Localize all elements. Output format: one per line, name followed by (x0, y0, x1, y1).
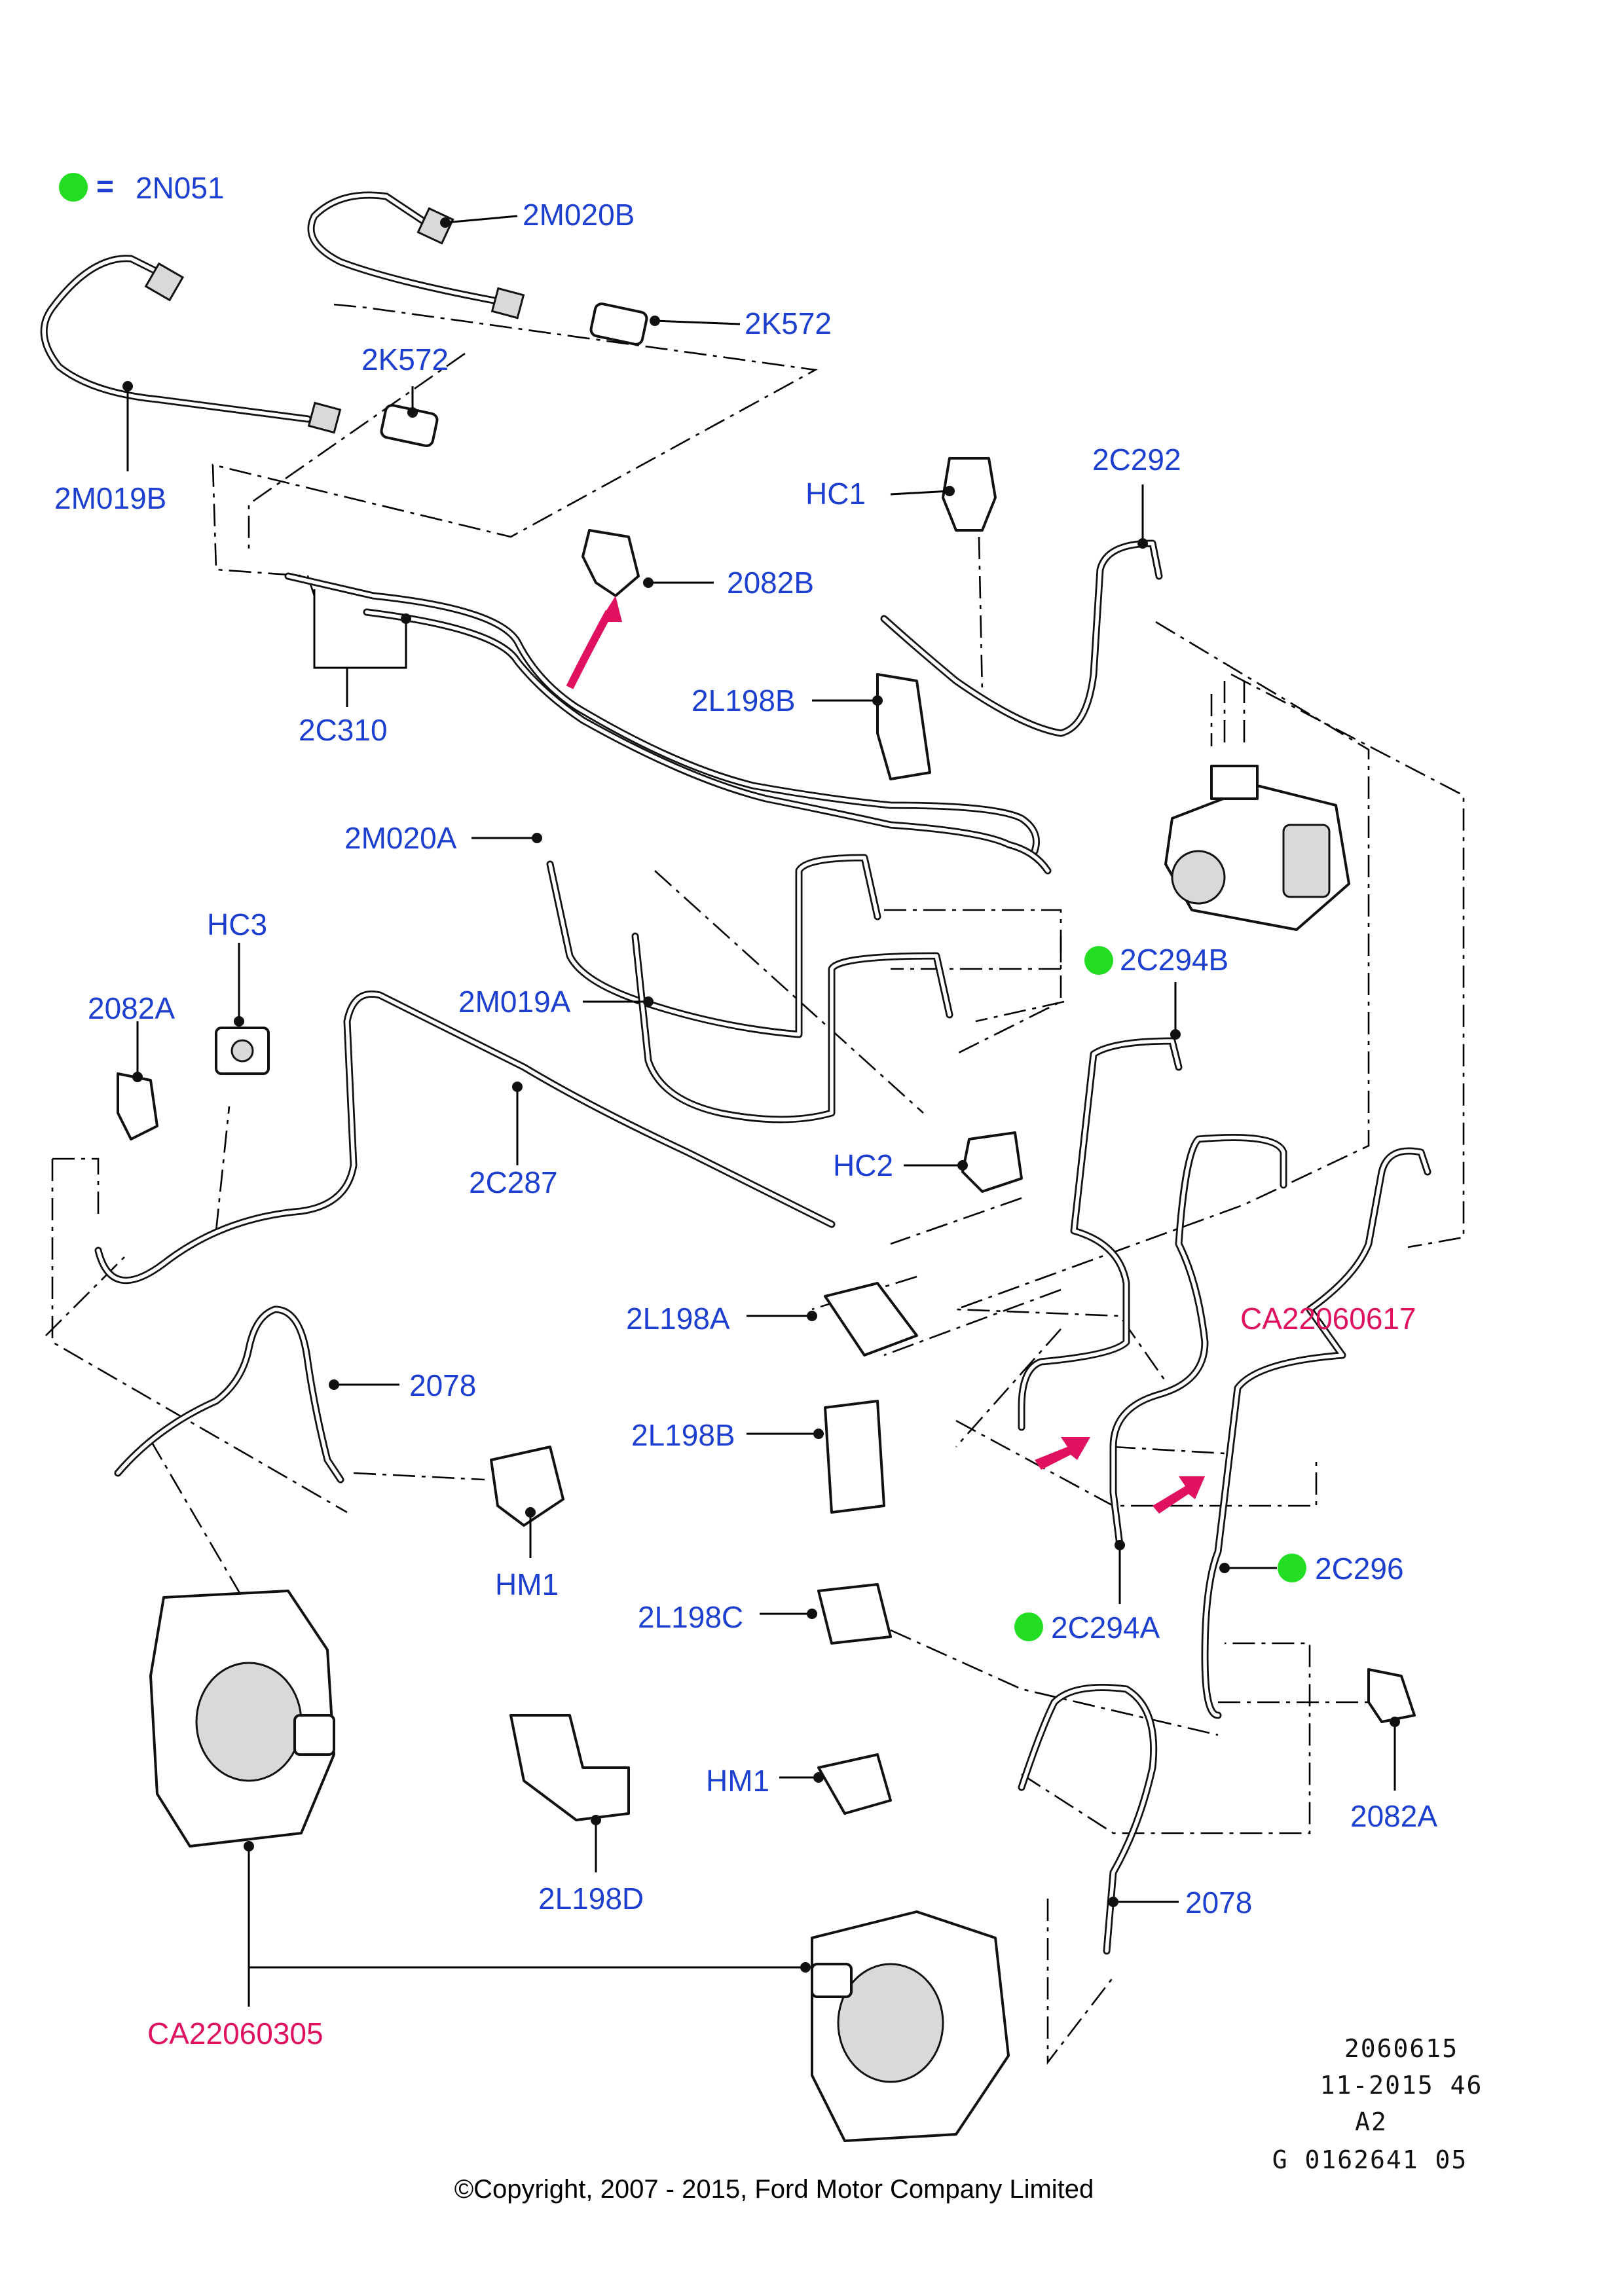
marker-2C296 (1278, 1554, 1306, 1582)
label-2078-right: 2078 (1185, 1886, 1252, 1920)
brake-pipes (40, 191, 1431, 1955)
label-2C310: 2C310 (299, 713, 388, 747)
label-2M019B: 2M019B (54, 481, 166, 515)
label-2M020A: 2M020A (344, 821, 457, 855)
label-2C294B: 2C294B (1120, 943, 1228, 977)
connector-HC2 (961, 1131, 1023, 1193)
legend-code: 2N051 (136, 171, 225, 205)
clip-2K572-top (589, 302, 648, 346)
label-2M020B: 2M020B (523, 198, 635, 232)
legend-equals: = (96, 169, 114, 203)
fitting-2M020B (416, 207, 454, 245)
label-HC1: HC1 (805, 477, 866, 511)
fitting-top (490, 287, 525, 319)
arrows (566, 596, 1205, 1514)
copyright: ©Copyright, 2007 - 2015, Ford Motor Comp… (454, 2175, 1094, 2204)
footer-line1: 2060615 (1344, 2034, 1458, 2063)
marker-2C294B (1084, 946, 1113, 975)
label-HM1-left: HM1 (495, 1567, 559, 1601)
abs-module (1164, 765, 1350, 931)
label-HC2: HC2 (833, 1148, 893, 1182)
fitting-left (307, 401, 342, 434)
label-2L198C: 2L198C (638, 1600, 743, 1634)
clip-2L198A (824, 1282, 918, 1357)
label-2K572-top: 2K572 (745, 306, 832, 340)
clip-2082A-left (117, 1072, 158, 1140)
bracket-HM1-left (490, 1446, 564, 1527)
footer-line2: 11-2015 46 (1320, 2071, 1483, 2100)
legend-marker (59, 173, 88, 202)
arrow-right (1153, 1476, 1205, 1514)
clip-2L198C (817, 1583, 892, 1645)
label-2L198D: 2L198D (538, 1882, 644, 1916)
footer-line4: G 0162641 05 (1272, 2145, 1468, 2174)
brake-caliper-left (149, 1590, 335, 1848)
label-2C287: 2C287 (469, 1165, 558, 1199)
clip-2082A-right (1367, 1668, 1416, 1723)
label-CA22060305: CA22060305 (147, 2016, 323, 2050)
label-HC3: HC3 (207, 907, 267, 941)
labels: = 2N051 2M020B 2K572 2K572 2M019B HC1 2C… (54, 169, 1437, 2050)
label-2L198B-top: 2L198B (692, 683, 796, 718)
brake-caliper-right (811, 1910, 1010, 2142)
label-2C294A: 2C294A (1051, 1611, 1160, 1645)
label-CA22060617: CA22060617 (1240, 1302, 1416, 1336)
arrow-center (1035, 1437, 1090, 1470)
leaders (122, 215, 1400, 2007)
connector-HC1 (942, 457, 997, 532)
label-2082B: 2082B (727, 566, 814, 600)
marker-2C294A (1014, 1613, 1043, 1641)
footer-line3: A2 (1355, 2107, 1388, 2136)
clip-2L198B-mid (824, 1400, 885, 1514)
footer: 2060615 11-2015 46 A2 G 0162641 05 ©Copy… (454, 2034, 1483, 2204)
label-2082A-right: 2082A (1350, 1799, 1437, 1833)
label-2C296: 2C296 (1315, 1552, 1404, 1586)
parts (117, 207, 1416, 2142)
label-2082A-left: 2082A (88, 991, 175, 1025)
clip-2L198D (509, 1714, 630, 1821)
clip-2L198B-top (876, 673, 931, 780)
label-HM1-right: HM1 (706, 1764, 769, 1798)
clip-2082B (581, 529, 640, 597)
arrow-2082B (566, 610, 613, 689)
fitting-2M019B (144, 262, 185, 302)
label-2L198B-mid: 2L198B (631, 1418, 735, 1452)
label-2078-left: 2078 (409, 1368, 476, 1402)
label-2K572-left: 2K572 (361, 342, 449, 376)
label-2M019A: 2M019A (458, 985, 571, 1019)
green-markers (59, 173, 1306, 1641)
label-2L198A: 2L198A (626, 1302, 730, 1336)
label-2C292: 2C292 (1092, 443, 1181, 477)
bracket-HM1-right (817, 1753, 892, 1815)
